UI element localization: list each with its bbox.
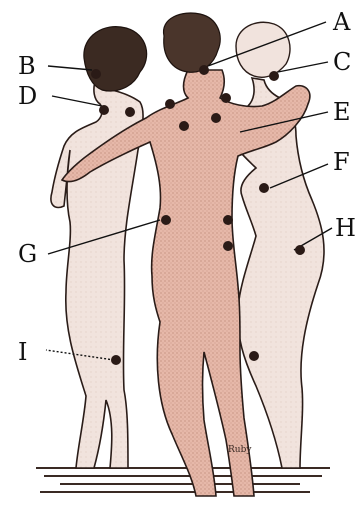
label-e: E bbox=[333, 98, 351, 126]
point-scapula-left bbox=[179, 121, 189, 131]
point-g-3 bbox=[223, 241, 233, 251]
label-h: H bbox=[335, 214, 356, 242]
point-e bbox=[211, 113, 221, 123]
label-f: F bbox=[333, 148, 350, 176]
point-f bbox=[259, 183, 269, 193]
center-figure-hair bbox=[164, 13, 221, 72]
point-g-2 bbox=[223, 215, 233, 225]
label-b: B bbox=[18, 52, 36, 80]
point-d-2 bbox=[125, 107, 135, 117]
point-i bbox=[111, 355, 121, 365]
right-figure-hair bbox=[236, 22, 290, 77]
point-shoulder-left bbox=[165, 99, 175, 109]
label-i: I bbox=[18, 338, 27, 366]
label-g: G bbox=[18, 240, 37, 268]
point-g-1 bbox=[161, 215, 171, 225]
label-a: A bbox=[332, 8, 351, 36]
point-b bbox=[91, 69, 101, 79]
point-h bbox=[295, 245, 305, 255]
label-c: C bbox=[333, 48, 351, 76]
point-d-1 bbox=[99, 105, 109, 115]
point-c bbox=[269, 71, 279, 81]
point-a bbox=[199, 65, 209, 75]
artist-signature: Ruby bbox=[228, 445, 252, 455]
ground bbox=[36, 468, 330, 492]
point-right-knee bbox=[249, 351, 259, 361]
left-figure-hair bbox=[84, 27, 147, 91]
label-d: D bbox=[18, 82, 37, 110]
point-shoulder-right bbox=[221, 93, 231, 103]
